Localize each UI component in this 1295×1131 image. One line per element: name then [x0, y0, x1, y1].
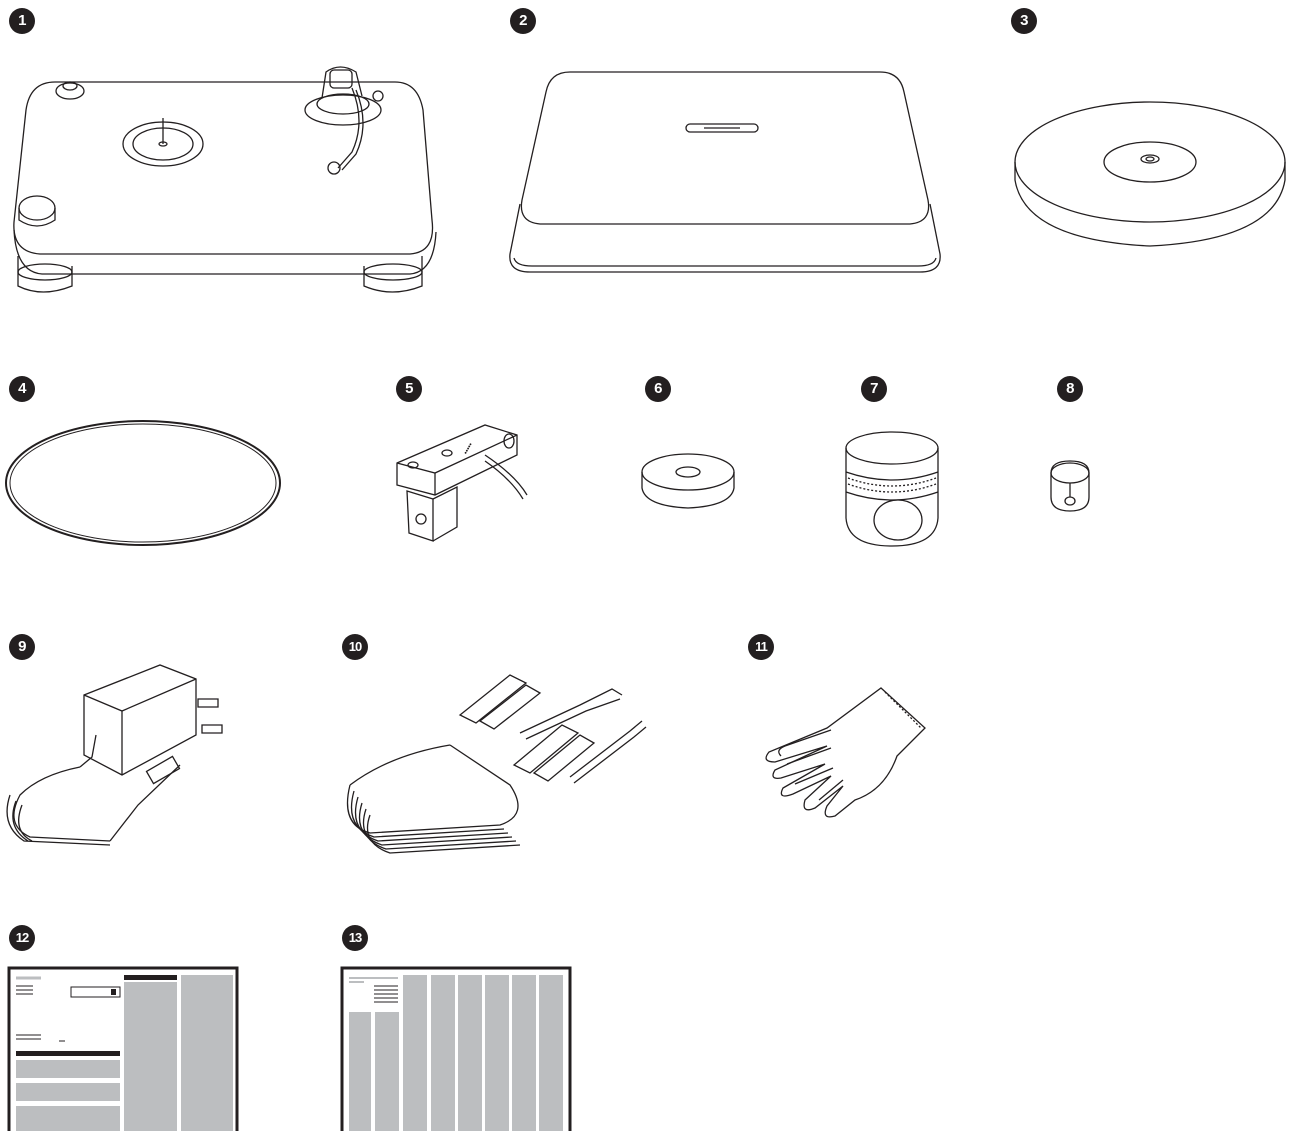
item-number-badge: 13 — [342, 925, 368, 951]
item-number-badge: 10 — [342, 634, 368, 660]
turntable-base-icon — [0, 40, 450, 300]
item-number-badge: 7 — [861, 376, 887, 402]
item-number-badge: 11 — [748, 634, 774, 660]
counterweight-icon — [840, 428, 950, 553]
item-number-badge: 3 — [1011, 8, 1037, 34]
ac-adapter-icon — [0, 655, 260, 855]
platter-icon — [1005, 90, 1295, 255]
item-number-badge: 5 — [396, 376, 422, 402]
item-number-badge: 4 — [9, 376, 35, 402]
item-number-badge: 12 — [9, 925, 35, 951]
safety-booklet-icon — [340, 966, 572, 1131]
rca-cable-icon — [330, 655, 650, 860]
item-number-badge: 8 — [1057, 376, 1083, 402]
item-number-badge: 6 — [645, 376, 671, 402]
dust-cover-icon — [500, 62, 950, 282]
quick-start-guide-icon — [7, 966, 239, 1131]
glove-icon — [735, 680, 935, 825]
sub-weight-icon — [1045, 455, 1100, 515]
item-number-badge: 9 — [9, 634, 35, 660]
item-number-badge: 2 — [510, 8, 536, 34]
item-number-badge: 1 — [9, 8, 35, 34]
adapter-45rpm-icon — [635, 448, 765, 513]
drive-belt-icon — [0, 415, 290, 555]
headshell-cartridge-icon: ••••• — [385, 415, 535, 560]
